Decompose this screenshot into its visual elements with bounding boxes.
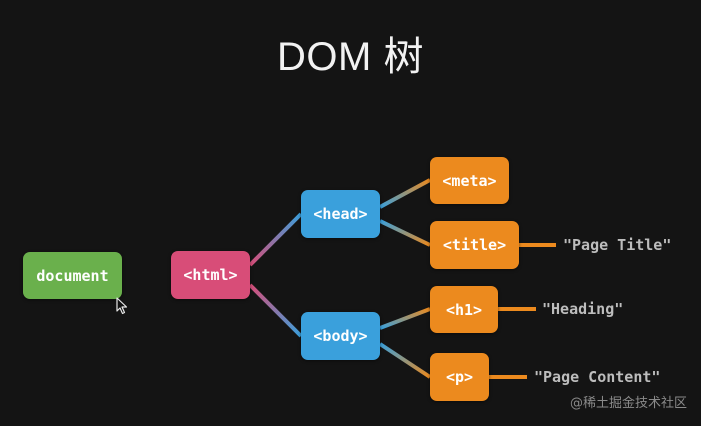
text-node-heading: "Heading" (542, 300, 624, 318)
node-body: <body> (301, 312, 380, 360)
edge-head-title (379, 219, 431, 247)
node-title: <title> (430, 221, 519, 269)
node-meta: <meta> (430, 157, 509, 204)
text-node-page-content: "Page Content" (534, 368, 661, 386)
watermark: @稀土掘金技术社区 (569, 396, 687, 411)
edge-html-body (248, 283, 303, 338)
node-p: <p> (430, 353, 489, 401)
arrow-cursor-icon (116, 297, 128, 315)
slide-title: DOM 树 (277, 35, 424, 79)
node-h1: <h1> (430, 286, 498, 333)
node-head: <head> (301, 190, 380, 238)
edge-html-head (248, 212, 303, 267)
node-html: <html> (171, 251, 250, 299)
edge-body-h1 (379, 307, 431, 330)
text-node-page-title: "Page Title" (563, 236, 672, 254)
edge-head-meta (379, 178, 431, 209)
node-document: document (23, 252, 122, 299)
edge-body-p (378, 342, 432, 379)
